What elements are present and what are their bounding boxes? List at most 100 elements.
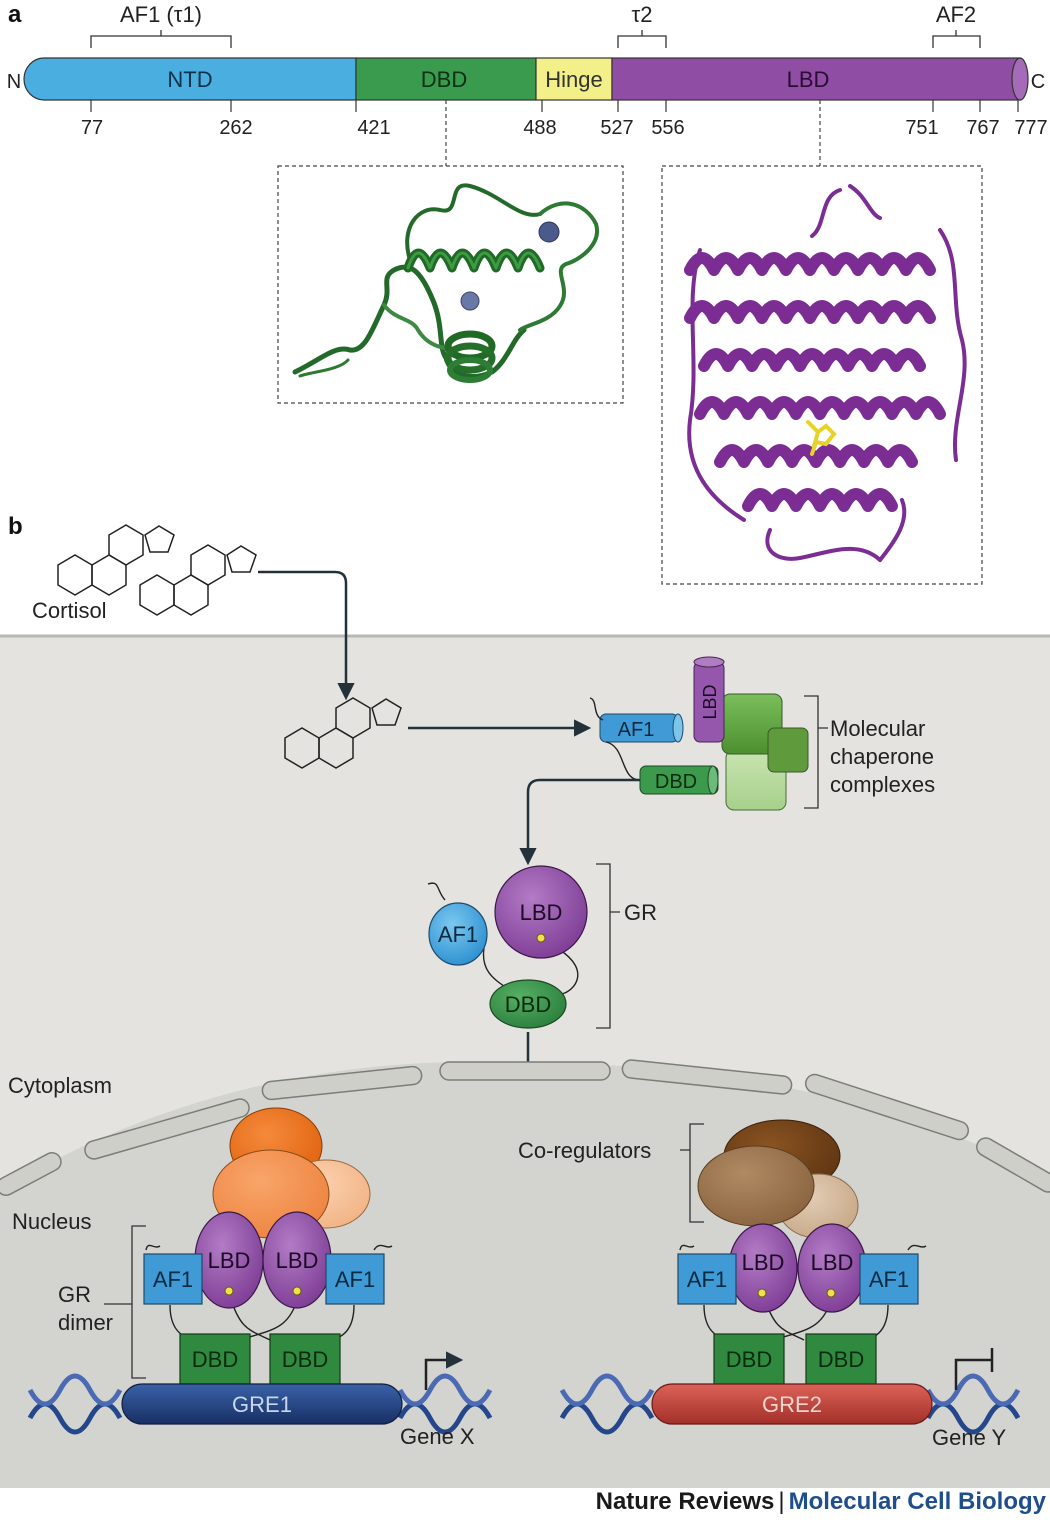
corepressors-right	[697, 1119, 859, 1239]
domain-bar	[23, 57, 1029, 101]
structure-leader-lines	[445, 100, 821, 166]
c-terminus-label: C	[1031, 71, 1045, 93]
af1-bracket	[90, 30, 232, 48]
gre1-element	[121, 1383, 403, 1425]
left-dimer-af1-1	[143, 1253, 203, 1305]
hinge-segment	[535, 57, 613, 101]
left-dimer-dbd-1	[179, 1333, 251, 1385]
right-dimer-dbd-2	[805, 1333, 877, 1385]
left-dimer-ligand-2	[292, 1286, 302, 1296]
zinc-ion-1	[538, 221, 560, 243]
gr-label: GR	[624, 900, 657, 925]
gr-af1-cylinder	[599, 713, 684, 743]
af2-bracket	[932, 30, 981, 48]
nucleus-label: Nucleus	[12, 1209, 91, 1234]
chaperone-dbd-label: DBD	[655, 771, 697, 793]
cytoplasm-label: Cytoplasm	[8, 1073, 112, 1098]
nuclear-envelope	[0, 1059, 1050, 1196]
gene-x-activation-arrow	[424, 1351, 464, 1390]
residue-ticks	[90, 100, 1019, 112]
right-dimer-dbd-2-label: DBD	[818, 1347, 864, 1372]
gre1-label: GRE1	[232, 1392, 292, 1417]
right-dimer-ligand-2	[826, 1288, 836, 1298]
right-dimer-af1-1-label: AF1	[687, 1267, 727, 1292]
gre2-label: GRE2	[762, 1392, 822, 1417]
gr-monomer-af1-label: AF1	[438, 922, 478, 947]
gr-monomer-dbd	[489, 979, 567, 1029]
journal-separator: |	[778, 1488, 785, 1515]
dna-right	[559, 1373, 1021, 1435]
right-dimer-ligand-1	[757, 1288, 767, 1298]
left-dimer-dbd-2-label: DBD	[282, 1347, 328, 1372]
lbd-crystal-structure	[684, 184, 967, 562]
gene-y-label: Gene Y	[932, 1425, 1007, 1450]
lbd-label: LBD	[787, 67, 830, 92]
lbd-structure-box	[661, 165, 983, 585]
cortisol-molecule-1	[57, 524, 175, 596]
dna-left	[27, 1373, 493, 1435]
gr-release-arrow	[519, 778, 640, 866]
cortisol-label: Cortisol	[32, 598, 107, 623]
left-dimer-af1-2	[325, 1253, 385, 1305]
coregulators-bracket	[680, 1123, 704, 1223]
cortisol-molecule-2	[139, 544, 257, 616]
coregulators-label: Co-regulators	[518, 1138, 651, 1163]
gene-x-label: Gene X	[400, 1424, 475, 1449]
left-dimer-af1-2-label: AF1	[335, 1267, 375, 1292]
right-dimer-af1-1	[677, 1253, 737, 1305]
gr-dimer-label: GR dimer	[58, 1282, 113, 1335]
gr-monomer-af1	[428, 902, 488, 966]
hinge-label: Hinge	[545, 67, 602, 92]
panel-b-label: b	[8, 513, 23, 540]
residue-421: 421	[357, 117, 390, 139]
cortisol-entry-arrow	[258, 570, 355, 701]
gene-y-repression-symbol	[954, 1348, 994, 1390]
af1-region-label: AF1 (τ1)	[120, 2, 202, 27]
residue-262: 262	[219, 117, 252, 139]
right-dimer-lbd-1-label: LBD	[742, 1250, 785, 1275]
ntd-segment	[23, 57, 357, 101]
chaperone-complex	[721, 693, 809, 811]
cortisol-cytoplasm	[284, 697, 402, 769]
gr-bracket	[596, 863, 620, 1029]
journal-name: Nature Reviews	[595, 1488, 775, 1515]
residue-556: 556	[651, 117, 684, 139]
chaperone-bracket	[804, 695, 828, 809]
left-dimer-linkers	[145, 1244, 393, 1341]
left-dimer-ligand-1	[224, 1286, 234, 1296]
left-dimer-lbd-2-label: LBD	[276, 1248, 319, 1273]
panel-a-label: a	[8, 1, 22, 28]
gr-monomer-ligand-dot	[536, 933, 546, 943]
left-dimer-lbd-1-label: LBD	[208, 1248, 251, 1273]
n-terminus-label: N	[7, 71, 21, 93]
residue-77: 77	[81, 117, 103, 139]
tau2-region-label: τ2	[632, 2, 653, 27]
gre2-element	[651, 1383, 933, 1425]
residue-488: 488	[523, 117, 556, 139]
lbd-end-cap	[1011, 57, 1029, 101]
dbd-label: DBD	[421, 67, 467, 92]
right-dimer-linkers	[679, 1244, 927, 1341]
lbd-segment	[611, 57, 1021, 101]
chaperone-lbd-label: LBD	[700, 684, 720, 719]
chaperone-af1-label: AF1	[618, 719, 655, 741]
left-dimer-dbd-1-label: DBD	[192, 1347, 238, 1372]
residue-777: 777	[1014, 117, 1047, 139]
residue-751: 751	[905, 117, 938, 139]
gr-monomer-dbd-label: DBD	[505, 992, 551, 1017]
gr-dimer-bracket	[104, 1225, 146, 1379]
journal-subject: Molecular Cell Biology	[788, 1488, 1046, 1515]
gr-monomer-lbd	[494, 865, 588, 959]
left-dimer-af1-1-label: AF1	[153, 1267, 193, 1292]
dbd-segment	[355, 57, 537, 101]
af2-region-label: AF2	[936, 2, 976, 27]
journal-footer: Nature Reviews|Molecular Cell Biology	[0, 1488, 1046, 1516]
residue-527: 527	[600, 117, 633, 139]
gr-lbd-cylinder	[693, 656, 725, 743]
lbd-bound-ligand	[806, 420, 837, 456]
gr-monomer-lbd-label: LBD	[520, 900, 563, 925]
residue-767: 767	[966, 117, 999, 139]
zinc-ion-2	[460, 291, 480, 311]
chaperone-label: Molecular chaperone complexes	[830, 716, 940, 797]
